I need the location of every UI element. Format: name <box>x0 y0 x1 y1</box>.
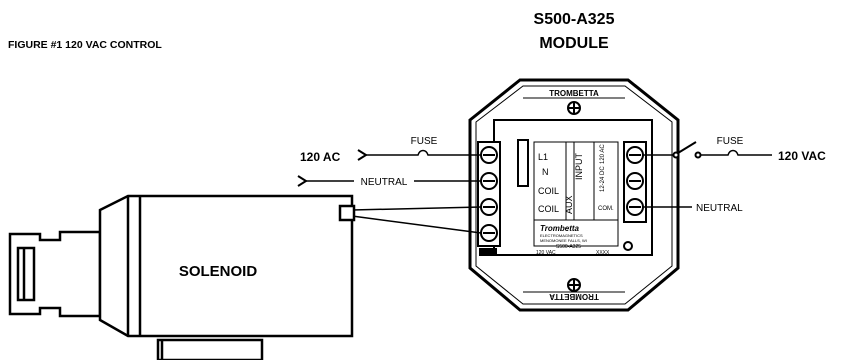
right-supply-label: 120 VAC <box>778 149 826 163</box>
solenoid-label: SOLENOID <box>179 263 258 280</box>
terminal-label-l1: L1 <box>538 152 548 162</box>
left-fuse-label: FUSE <box>411 136 438 147</box>
jumper-block <box>517 139 529 187</box>
aux-label: AUX <box>564 195 574 214</box>
module-model: S500-A325 <box>534 11 615 28</box>
terminal-label-120ac: 120 AC <box>600 144 606 164</box>
left-fuse-wire <box>366 149 481 156</box>
module-caption: MODULE <box>539 35 609 52</box>
right-terminal-block <box>623 141 647 223</box>
terminal-tab <box>479 248 497 256</box>
input-label: INPUT <box>574 152 584 180</box>
left-terminal-block <box>477 141 501 247</box>
solenoid-body <box>8 194 356 360</box>
figure-title: FIGURE #1 120 VAC CONTROL <box>8 39 162 51</box>
coil-lead-1 <box>351 206 482 211</box>
right-fuse-label: FUSE <box>717 136 744 147</box>
terminal-label-coil-1: COIL <box>538 186 559 196</box>
switch-icon <box>672 141 702 159</box>
indicator-light-icon <box>623 241 633 251</box>
module-voltage-note: 120 VAC <box>536 250 556 256</box>
module-code-note: XXXX <box>596 250 610 256</box>
terminal-label-com: COM. <box>598 206 614 212</box>
neutral-label-left: NEUTRAL <box>361 177 408 188</box>
nameplate-line-2: MENOMONEE FALLS, WI <box>540 238 587 243</box>
terminal-label-12-24dc: 12-24 DC <box>600 166 606 192</box>
right-fuse-wire <box>700 149 772 156</box>
left-supply-label: 120 AC <box>300 150 341 164</box>
nameplate-line-3: S500-A325 <box>556 244 581 250</box>
nameplate-line-1: ELECTROMAGNETICS <box>540 233 583 238</box>
left-supply-arrow-icon <box>357 149 368 161</box>
top-screw-icon <box>567 101 581 115</box>
neutral-arrow-icon <box>297 175 308 187</box>
neutral-label-right: NEUTRAL <box>696 203 743 214</box>
terminal-label-panel <box>533 141 619 247</box>
bottom-screw-icon <box>567 278 581 292</box>
terminal-label-coil-2: COIL <box>538 204 559 214</box>
brand-bottom: TROMBETTA <box>549 292 599 301</box>
nameplate-brand: Trombetta <box>540 224 580 233</box>
terminal-label-n: N <box>542 167 549 177</box>
brand-top: TROMBETTA <box>549 89 599 98</box>
coil-lead-2 <box>351 215 482 234</box>
